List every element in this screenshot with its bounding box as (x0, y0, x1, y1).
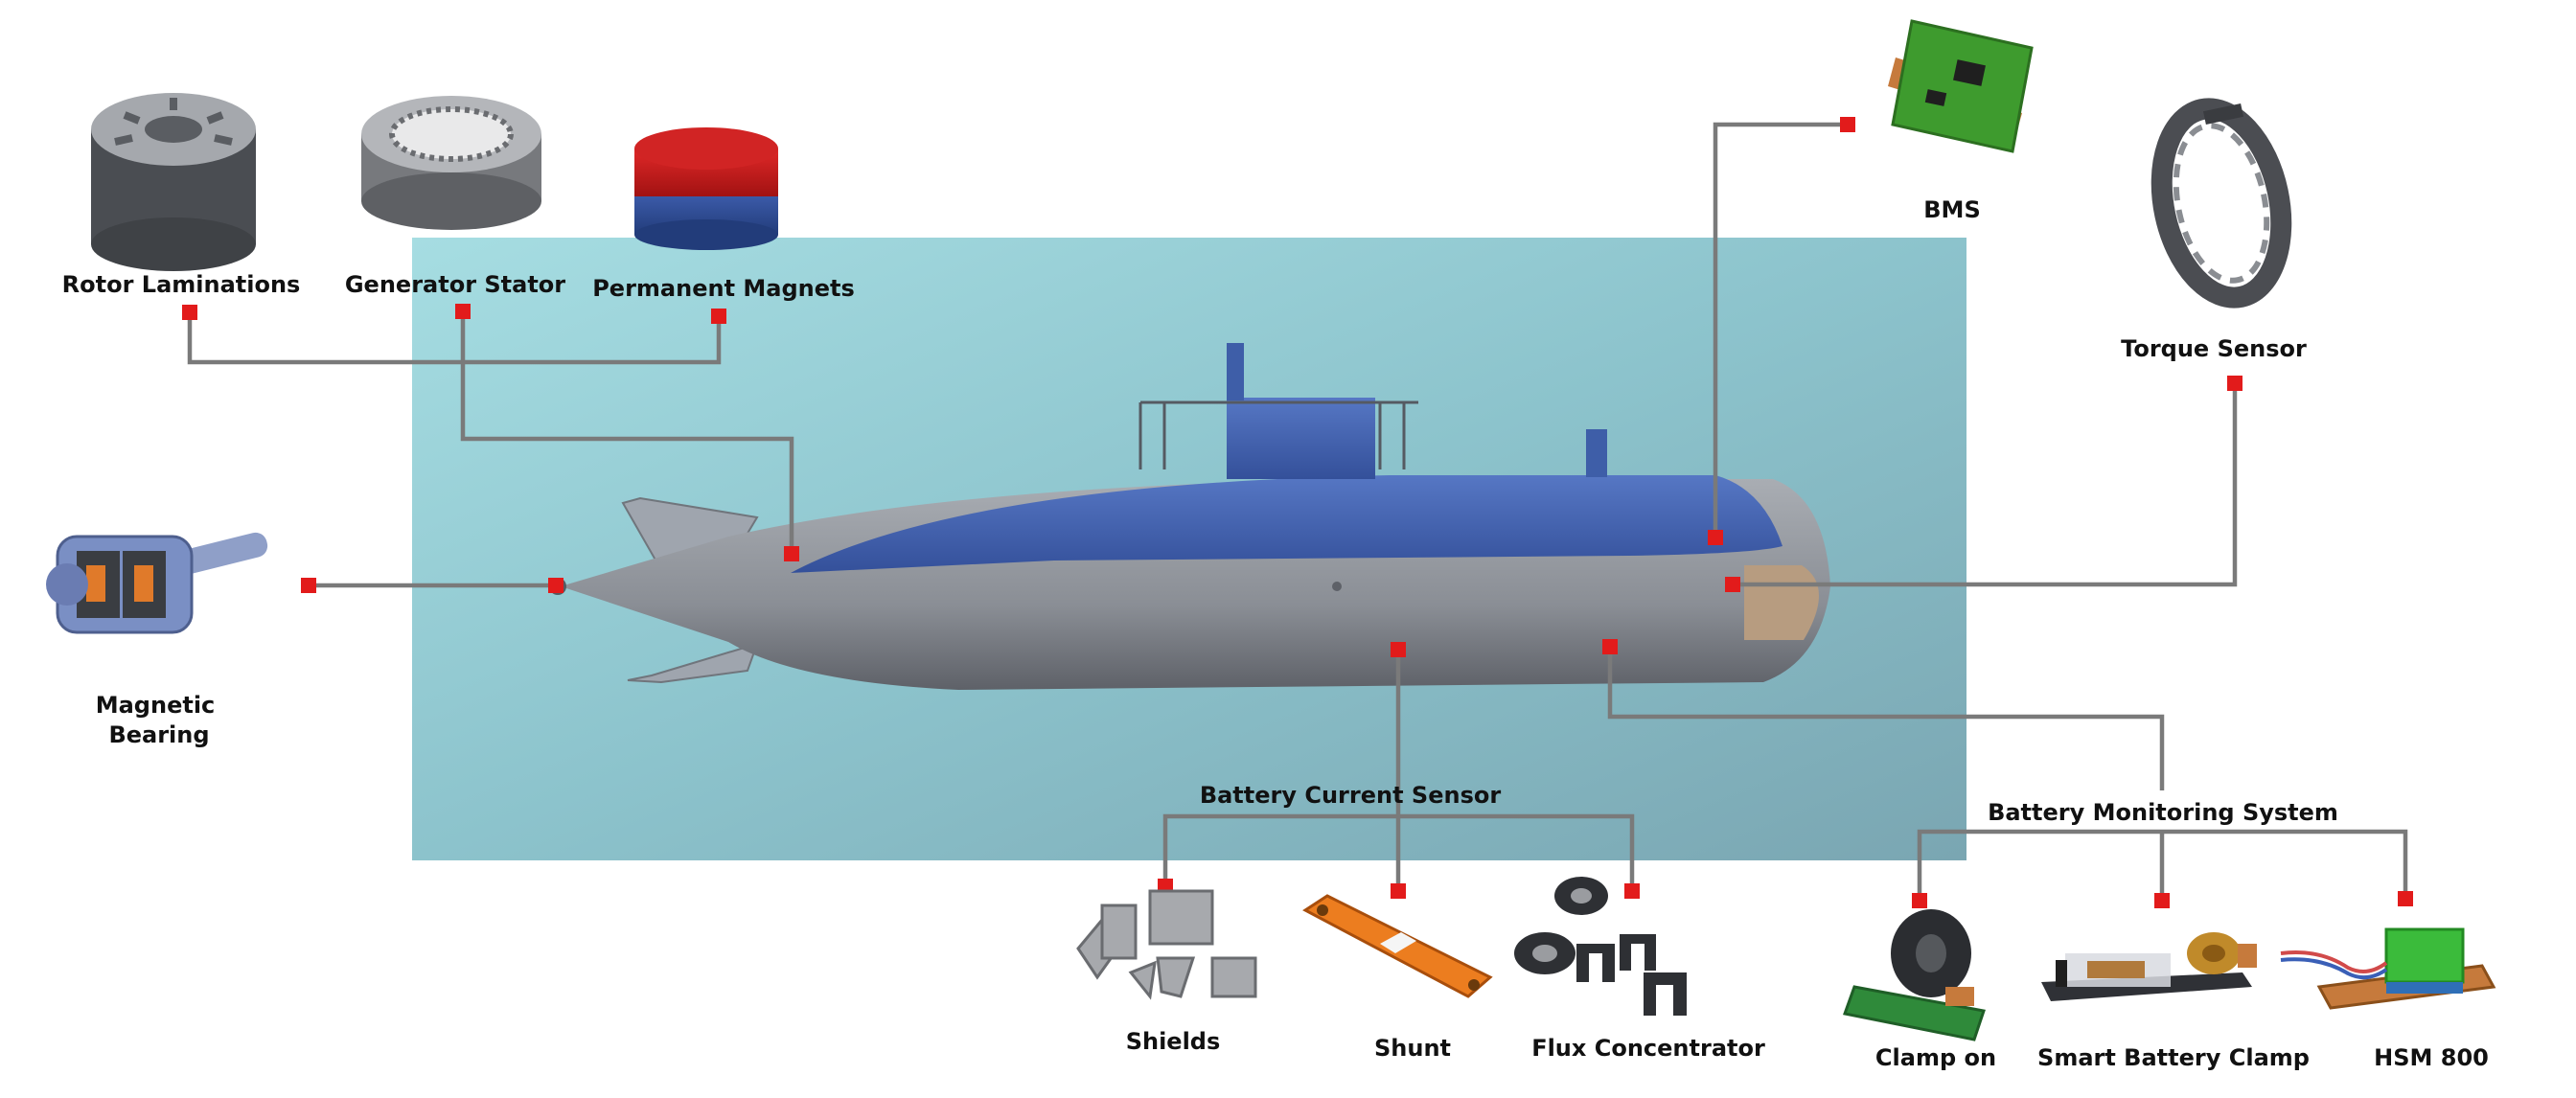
label-hsm-800: HSM 800 (2374, 1044, 2489, 1071)
shunt-icon (1302, 894, 1493, 998)
hsm-800-icon (2280, 927, 2496, 1010)
label-smart-battery-clamp: Smart Battery Clamp (2037, 1044, 2310, 1071)
magnetic-bearing-icon (46, 532, 268, 634)
marker-propeller (548, 578, 564, 593)
lower-rear-fin (627, 642, 759, 684)
marker-flux-concentrator (1624, 883, 1640, 899)
marker-hull-current-sensor (1391, 642, 1406, 657)
label-rotor-laminations: Rotor Laminations (62, 271, 301, 298)
marker-generator-stator (455, 304, 471, 319)
label-permanent-magnets: Permanent Magnets (592, 275, 855, 302)
marker-rotor-laminations (182, 305, 197, 320)
markers (182, 117, 2413, 908)
bms-board-icon (1888, 19, 2034, 153)
bow-mast (1586, 429, 1607, 477)
line-bms (1713, 122, 1848, 537)
label-bms: BMS (1923, 196, 1980, 223)
labels: Rotor Laminations Generator Stator Perma… (62, 196, 2489, 1071)
label-flux-concentrator: Flux Concentrator (1531, 1035, 1765, 1062)
label-magnetic-bearing-line2: Bearing (108, 721, 209, 748)
generator-stator-icon (361, 96, 541, 230)
marker-hull-bms (1708, 530, 1723, 545)
marker-hull-generator (784, 546, 799, 561)
hull-detail (1332, 582, 1342, 591)
sail-base (1227, 398, 1375, 479)
submarine-illustration (549, 343, 1830, 690)
marker-bms (1840, 117, 1855, 132)
label-shields: Shields (1126, 1028, 1221, 1055)
hull-upper (791, 475, 1782, 573)
marker-torque-sensor (2227, 376, 2242, 391)
marker-clamp-on (1912, 893, 1927, 908)
sail-railings (1138, 400, 1418, 469)
marker-permanent-magnets (711, 309, 726, 324)
label-torque-sensor: Torque Sensor (2121, 335, 2307, 362)
marker-hsm-800 (2398, 891, 2413, 906)
label-generator-stator: Generator Stator (345, 271, 565, 298)
label-shunt: Shunt (1374, 1035, 1451, 1062)
line-rotor-magnets (187, 312, 722, 365)
label-battery-current-sensor: Battery Current Sensor (1200, 782, 1502, 809)
marker-magnetic-bearing (301, 578, 316, 593)
marker-shunt (1391, 883, 1406, 899)
line-battery-monitoring (1607, 647, 2165, 790)
clamp-on-sensor-icon (1843, 909, 1986, 1041)
line-generator-stator (460, 311, 794, 554)
connector-lines (187, 122, 2408, 901)
permanent-magnet-icon (634, 127, 778, 250)
sail-mast (1227, 343, 1244, 400)
marker-hull-torque (1725, 577, 1740, 592)
label-battery-monitoring-system: Battery Monitoring System (1988, 799, 2338, 826)
flux-concentrator-icon (1514, 877, 1687, 1016)
line-torque-sensor (1733, 383, 2238, 587)
bow-cap (1744, 565, 1820, 640)
smart-battery-clamp-icon (2041, 932, 2257, 1001)
shields-icon (1076, 889, 1257, 1000)
rotor-laminations-icon (91, 93, 256, 271)
label-clamp-on: Clamp on (1875, 1044, 1996, 1071)
label-magnetic-bearing-line1: Magnetic (96, 692, 216, 719)
torque-sensor-ring-icon (2150, 98, 2292, 309)
marker-hull-battery-monitoring (1602, 639, 1618, 654)
marker-smart-battery-clamp (2154, 893, 2170, 908)
